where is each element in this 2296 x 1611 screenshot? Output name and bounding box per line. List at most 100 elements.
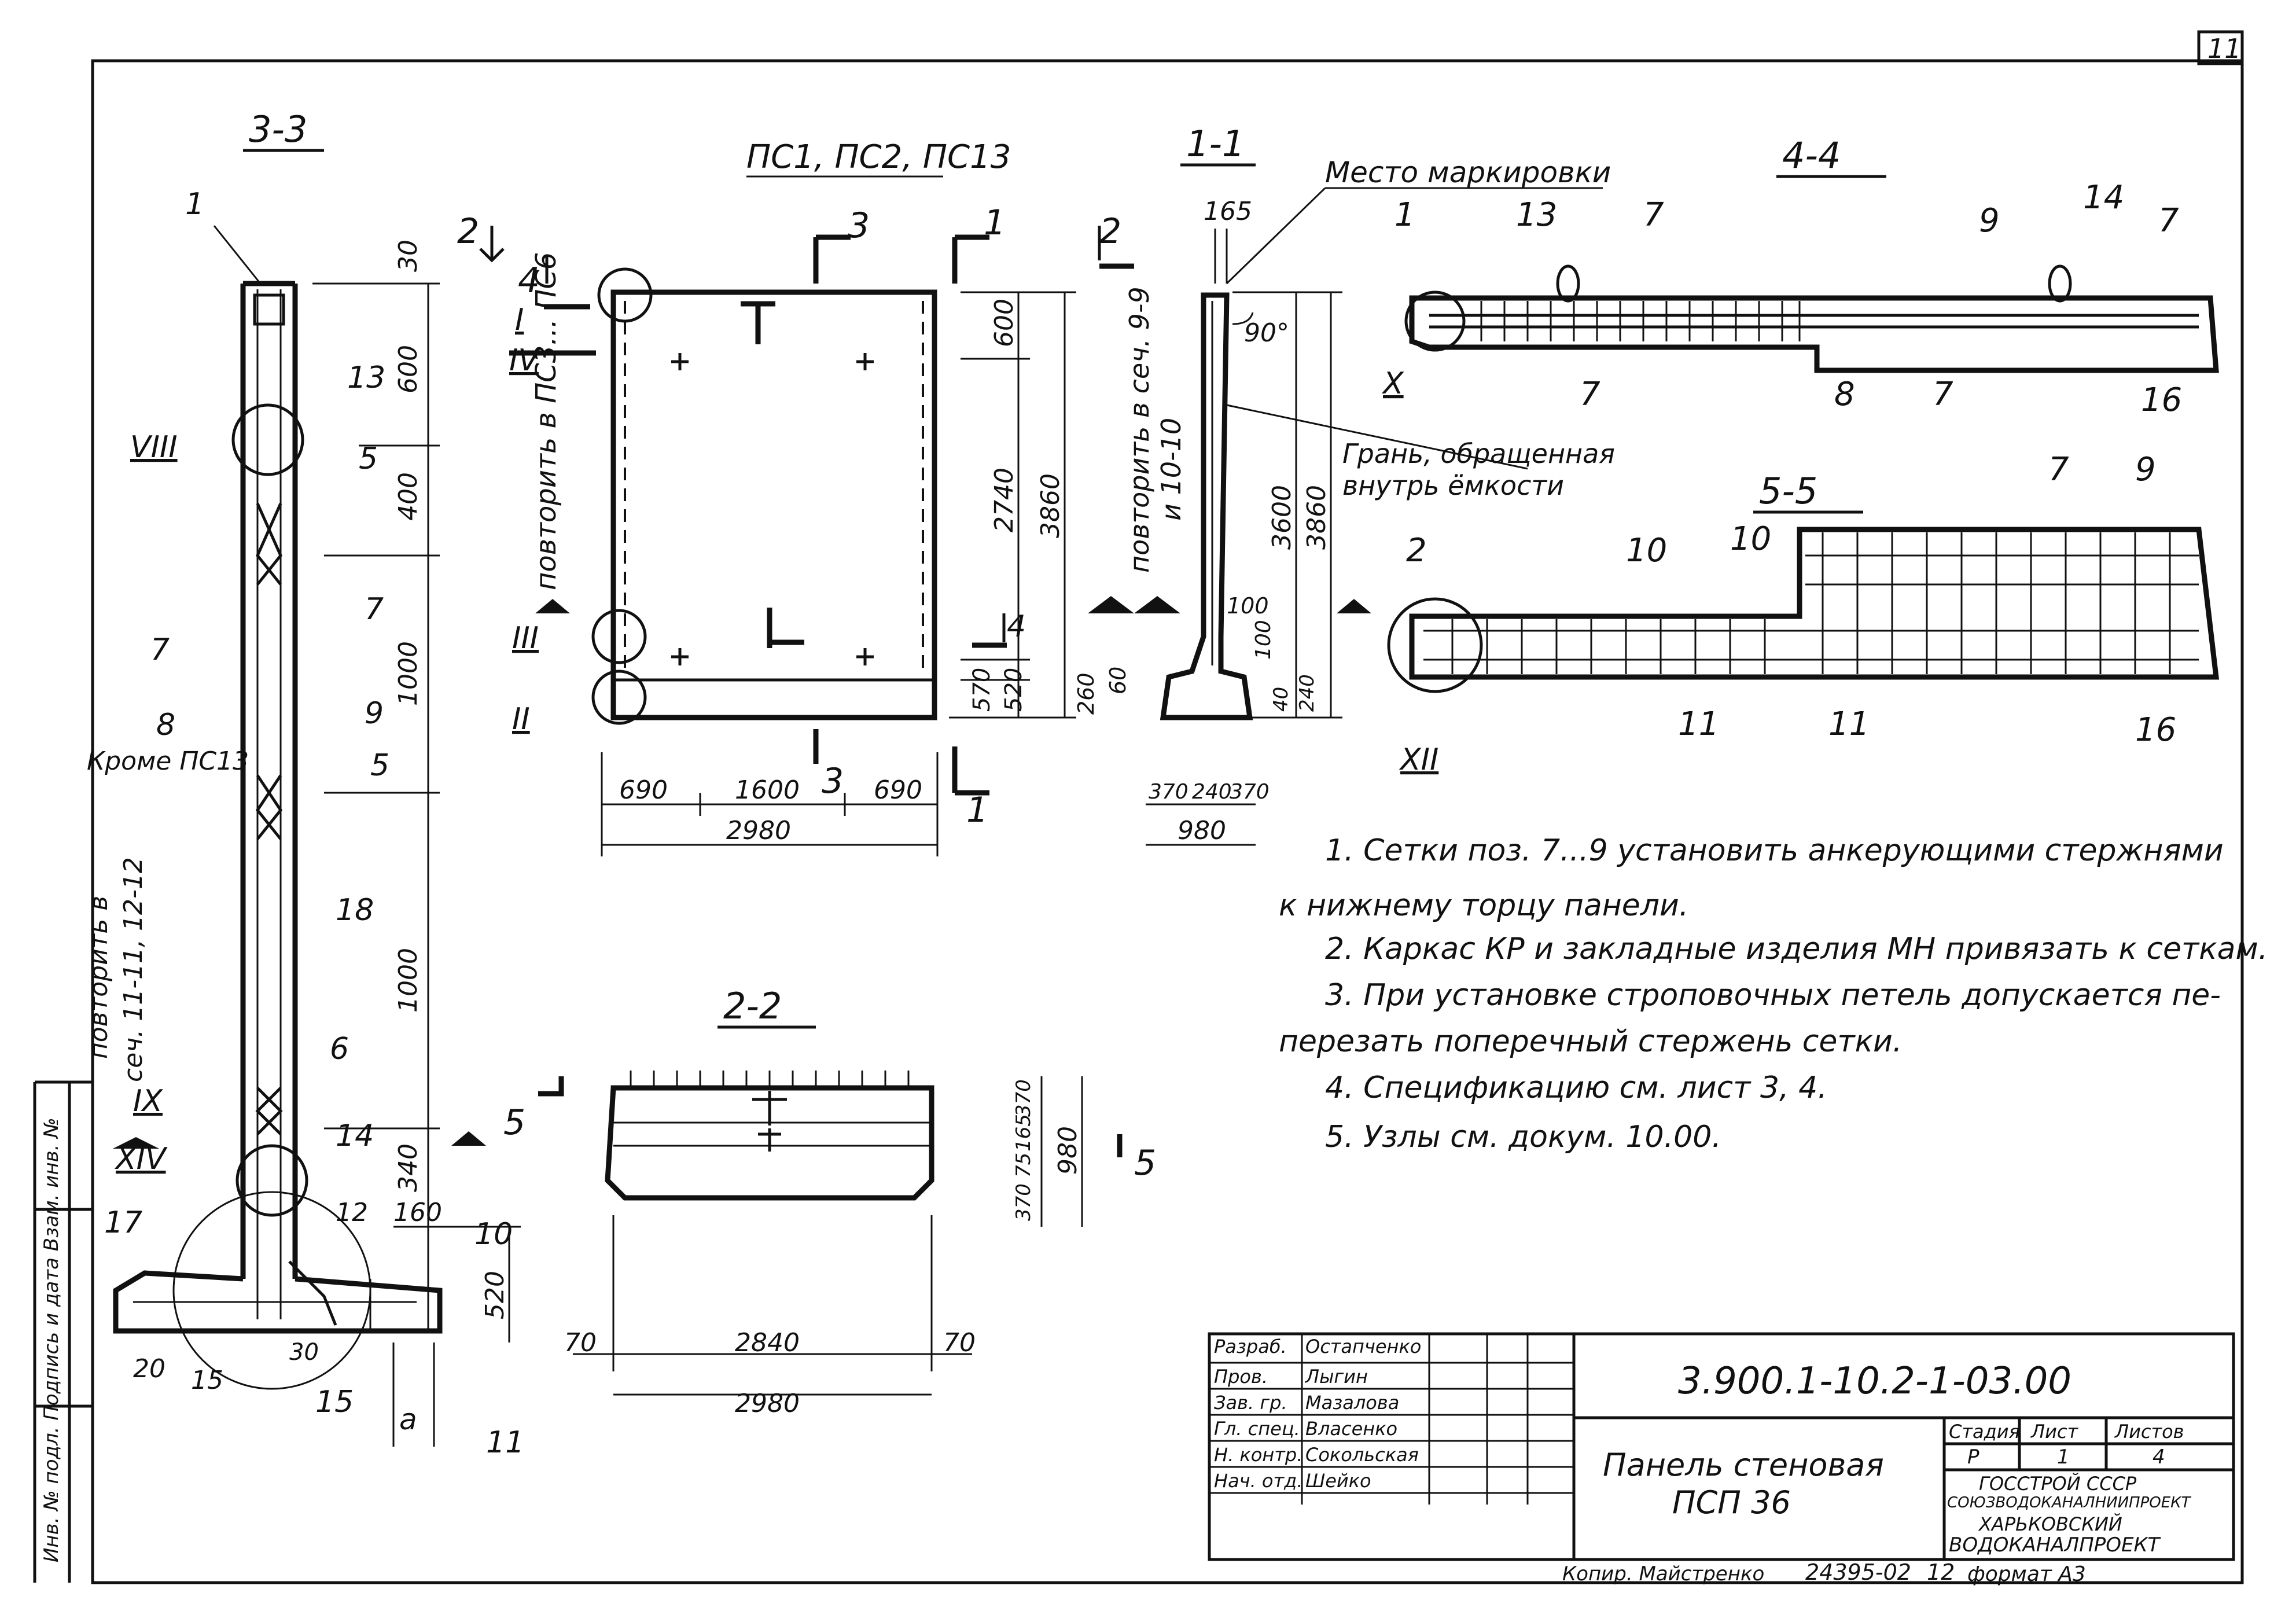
svg-text:3860: 3860 bbox=[1036, 473, 1065, 538]
role-2: Зав. гр. bbox=[1214, 1392, 1287, 1414]
side-strip: Инв. № подл. Подпись и дата Взам. инв. № bbox=[33, 1080, 93, 1583]
svg-text:8: 8 bbox=[1834, 376, 1855, 413]
svg-text:2-2: 2-2 bbox=[723, 985, 782, 1027]
svg-text:7: 7 bbox=[150, 632, 170, 667]
note-3b: перезать поперечный стержень сетки. bbox=[1279, 1024, 1903, 1059]
svg-text:570: 570 bbox=[969, 668, 995, 712]
svg-text:4: 4 bbox=[518, 260, 540, 301]
svg-text:Кроме ПС13: Кроме ПС13 bbox=[87, 746, 249, 776]
svg-text:1600: 1600 bbox=[735, 775, 800, 805]
svg-text:сеч. 11-11, 12-12: сеч. 11-11, 12-12 bbox=[119, 857, 148, 1082]
svg-text:17: 17 bbox=[104, 1205, 142, 1240]
name-5: Шейко bbox=[1305, 1470, 1371, 1492]
svg-text:70: 70 bbox=[564, 1328, 597, 1358]
svg-text:690: 690 bbox=[874, 775, 922, 805]
svg-text:260: 260 bbox=[1073, 672, 1099, 715]
svg-text:340: 340 bbox=[393, 1143, 423, 1192]
svg-text:370: 370 bbox=[1230, 780, 1270, 804]
svg-text:повторить в сеч. 9-9: повторить в сеч. 9-9 bbox=[1124, 286, 1155, 573]
svg-text:30: 30 bbox=[289, 1339, 319, 1366]
sheet-number-box bbox=[2197, 30, 2244, 65]
svg-text:20: 20 bbox=[133, 1354, 165, 1384]
role-5: Нач. отд. bbox=[1214, 1470, 1303, 1492]
svg-text:XII: XII bbox=[1399, 742, 1438, 777]
svg-text:18: 18 bbox=[336, 893, 374, 928]
svg-text:9: 9 bbox=[1979, 202, 2000, 240]
section-5-5: 5-5 XII 2 10 10 7 9 11 11 16 bbox=[1387, 451, 2220, 777]
svg-text:внутрь ёмкости: внутрь ёмкости bbox=[1342, 470, 1564, 501]
svg-text:14: 14 bbox=[2083, 179, 2124, 216]
sheet-value: 1 bbox=[2057, 1446, 2070, 1469]
svg-text:7: 7 bbox=[1933, 376, 1953, 413]
svg-text:30: 30 bbox=[393, 240, 423, 272]
svg-text:980: 980 bbox=[1178, 816, 1226, 845]
footer-copied: Копир. Майстренко bbox=[1562, 1562, 1765, 1586]
svg-text:13: 13 bbox=[1516, 196, 1557, 234]
svg-text:а: а bbox=[399, 1403, 417, 1436]
svg-text:160: 160 bbox=[393, 1198, 442, 1227]
name-0: Остапченко bbox=[1305, 1336, 1422, 1358]
svg-text:4-4: 4-4 bbox=[1782, 134, 1841, 176]
role-3: Гл. спец. bbox=[1214, 1418, 1300, 1440]
svg-text:240: 240 bbox=[1192, 780, 1232, 804]
svg-text:1: 1 bbox=[984, 203, 1006, 243]
note-1a: 1. Сетки поз. 7...9 установить анкерующи… bbox=[1325, 833, 2224, 868]
svg-text:16: 16 bbox=[2141, 381, 2182, 419]
svg-text:II: II bbox=[512, 702, 530, 737]
svg-text:Грань, обращенная: Грань, обращенная bbox=[1342, 438, 1615, 469]
stage-value: Р bbox=[1967, 1446, 1979, 1469]
section-3-3: 3-3 30 600 400 1000 1000 3 bbox=[84, 108, 524, 1460]
svg-text:90°: 90° bbox=[1244, 318, 1289, 348]
svg-text:520: 520 bbox=[1000, 668, 1027, 712]
section-1-1: 1-1 165 90° Место маркировки Грань, обра… bbox=[1073, 123, 1615, 846]
svg-text:3600: 3600 bbox=[1267, 485, 1297, 550]
svg-text:240: 240 bbox=[1296, 674, 1319, 712]
note-5: 5. Узлы см. докум. 10.00. bbox=[1325, 1120, 1721, 1154]
sheets-label: Листов bbox=[2115, 1421, 2184, 1443]
note-4: 4. Спецификацию см. лист 3, 4. bbox=[1325, 1071, 1827, 1105]
svg-text:14: 14 bbox=[336, 1119, 374, 1153]
svg-text:15: 15 bbox=[315, 1385, 354, 1419]
svg-text:1: 1 bbox=[185, 187, 204, 222]
org-1: ГОССТРОЙ СССР bbox=[1979, 1473, 2137, 1495]
svg-text:60: 60 bbox=[1105, 667, 1131, 694]
panels-title: ПС1, ПС2, ПС13 bbox=[746, 138, 1011, 176]
title-block-grid bbox=[1208, 1332, 2235, 1561]
svg-text:8: 8 bbox=[156, 708, 175, 742]
svg-text:повторить в: повторить в bbox=[84, 896, 113, 1059]
svg-text:5: 5 bbox=[359, 442, 378, 476]
svg-text:2840: 2840 bbox=[735, 1328, 800, 1358]
side-strip-text: Инв. № подл. Подпись и дата Взам. инв. № bbox=[40, 1117, 63, 1562]
name-4: Сокольская bbox=[1305, 1444, 1419, 1466]
svg-text:370: 370 bbox=[1012, 1183, 1035, 1221]
svg-text:370: 370 bbox=[1149, 780, 1189, 804]
svg-text:980: 980 bbox=[1053, 1126, 1083, 1175]
note-2: 2. Каркас КР и закладные изделия МН прив… bbox=[1325, 932, 2268, 966]
role-0: Разраб. bbox=[1214, 1336, 1287, 1358]
svg-text:10: 10 bbox=[1730, 520, 1771, 558]
svg-text:2: 2 bbox=[457, 211, 479, 252]
svg-text:1000: 1000 bbox=[393, 641, 423, 706]
svg-text:10: 10 bbox=[1626, 532, 1667, 569]
section-3-3-title: 3-3 bbox=[249, 108, 307, 150]
svg-text:2980: 2980 bbox=[726, 816, 791, 845]
svg-text:11: 11 bbox=[1678, 705, 1719, 743]
svg-text:690: 690 bbox=[619, 775, 668, 805]
doc-title-2: ПСП 36 bbox=[1672, 1484, 1791, 1521]
sheet-frame bbox=[91, 59, 2244, 1584]
svg-text:600: 600 bbox=[393, 345, 423, 393]
svg-text:13: 13 bbox=[347, 361, 385, 395]
svg-text:1000: 1000 bbox=[393, 948, 423, 1013]
svg-text:600: 600 bbox=[989, 299, 1019, 347]
name-2: Мазалова bbox=[1305, 1392, 1400, 1414]
svg-text:3: 3 bbox=[822, 761, 844, 801]
svg-text:1: 1 bbox=[966, 790, 988, 830]
svg-text:11: 11 bbox=[1828, 705, 1870, 743]
svg-text:1-1: 1-1 bbox=[1186, 123, 1245, 165]
org-2: СОЮЗВОДОКАНАЛНИИПРОЕКТ bbox=[1947, 1494, 2191, 1511]
svg-text:VIII: VIII bbox=[130, 430, 178, 465]
note-1b: к нижнему торцу панели. bbox=[1279, 888, 1689, 923]
svg-text:15: 15 bbox=[191, 1366, 223, 1395]
role-4: Н. контр. bbox=[1214, 1444, 1303, 1466]
